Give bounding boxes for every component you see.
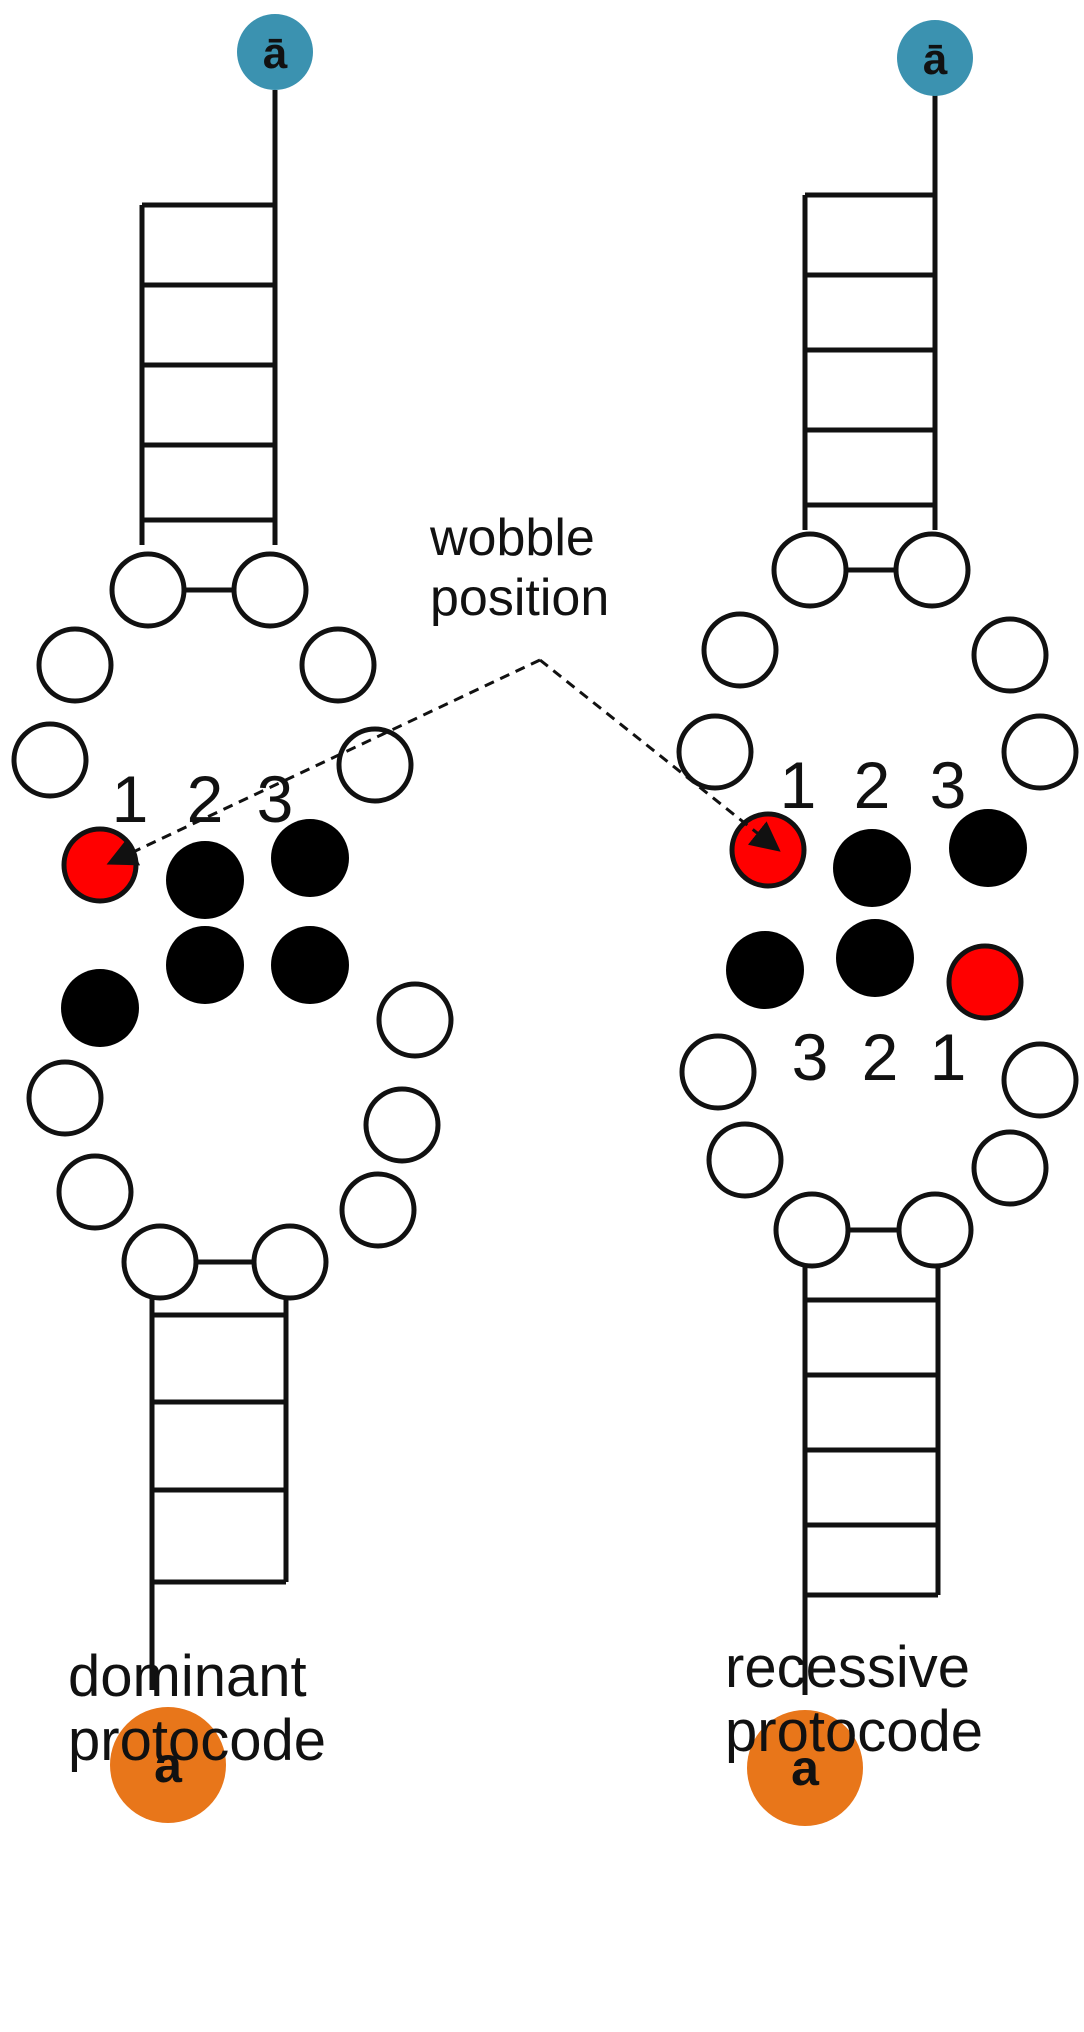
wobble-label-line1: wobble [430,509,595,567]
right-bottom-end-circle [747,1710,863,1826]
left-top-end-circle [237,14,313,90]
left-base-open [339,1171,417,1249]
wobble-label-line2: position [430,569,610,627]
right-base-black [836,919,914,997]
left-base-open [56,1153,134,1231]
caption-right-line1: recessive [725,1635,970,1700]
right-base-open [701,611,779,689]
left-base-open [121,1223,199,1301]
right-base-open [896,1191,974,1269]
right-base-open [893,531,971,609]
right-base-open [971,616,1049,694]
dominant-protocode-structure: ā 1 2 3 [11,14,454,1823]
right-base-open [771,531,849,609]
caption-right-line2: protocode [725,1699,983,1764]
left-base-black [166,926,244,1004]
left-base-open [26,1059,104,1137]
left-bottom-end-circle [110,1707,226,1823]
right-anticodon-base-red [946,943,1024,1021]
wobble-pointers [106,658,781,866]
right-base-open [706,1121,784,1199]
left-bottom-end-label: a [154,1737,183,1793]
right-base-black [833,829,911,907]
right-loop-bases [676,531,1079,1269]
left-codon-number: 1 [112,762,149,836]
right-bottom-stem [802,1227,941,1695]
left-base-open [376,981,454,1059]
right-base-black [726,931,804,1009]
right-anticodon-number: 2 [862,1020,899,1094]
right-top-end-circle [897,20,973,96]
right-base-open [679,1033,757,1111]
right-base-black [949,809,1027,887]
right-anticodon-number: 3 [792,1020,829,1094]
right-wobble-base-red [729,811,807,889]
left-codon-number: 3 [257,762,294,836]
left-top-stem [139,90,278,593]
right-base-open [676,713,754,791]
left-base-open [299,626,377,704]
dominant-protocode-caption: dominant protocode [68,1645,326,1773]
caption-left-line2: protocode [68,1708,326,1773]
right-base-open [773,1191,851,1269]
left-base-open [363,1086,441,1164]
right-bottom-end-label: a [791,1740,820,1796]
wobble-pointer-left [106,658,541,866]
right-codon-number: 3 [930,748,967,822]
left-base-open [109,551,187,629]
right-codon-number: 1 [780,748,817,822]
left-wobble-base-red [61,826,139,904]
recessive-protocode-caption: recessive protocode [725,1636,983,1764]
right-base-open [1001,713,1079,791]
left-loop-bases [11,551,454,1301]
right-anticodon-number: 1 [930,1020,967,1094]
left-base-black [166,841,244,919]
wobble-position-label: wobble position [430,508,609,628]
left-codon-number: 2 [187,762,224,836]
left-base-open [336,726,414,804]
left-base-open [11,721,89,799]
right-top-stem [802,90,938,573]
left-base-black [61,969,139,1047]
caption-left-line1: dominant [68,1644,307,1709]
left-base-black [271,926,349,1004]
left-base-open [251,1223,329,1301]
left-base-open [231,551,309,629]
right-base-open [1001,1041,1079,1119]
right-codon-number: 2 [854,748,891,822]
left-base-open [36,626,114,704]
left-top-end-label: ā [263,29,288,78]
left-bottom-stem [149,1259,289,1690]
right-base-open [971,1129,1049,1207]
recessive-protocode-structure: ā 1 2 3 3 2 1 [676,20,1079,1826]
right-top-end-label: ā [923,35,948,84]
left-base-black [271,819,349,897]
